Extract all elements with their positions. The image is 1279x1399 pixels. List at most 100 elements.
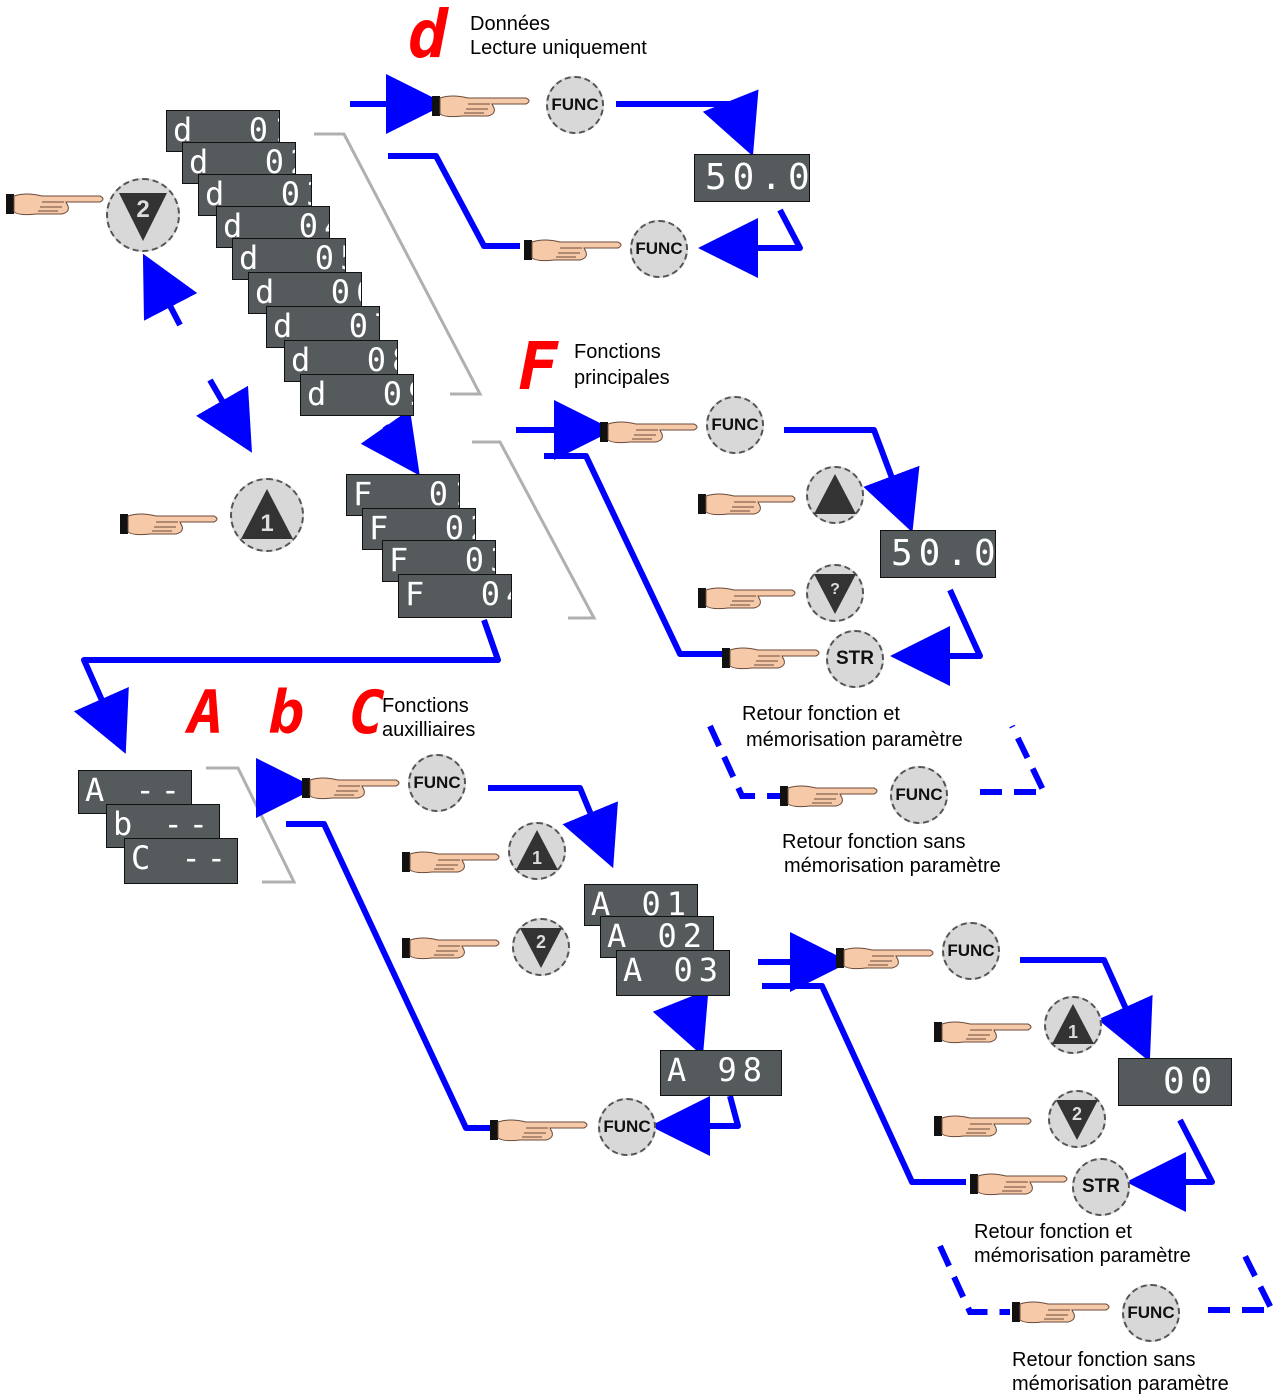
arrow-d-func-to-value — [616, 89, 759, 157]
arrow-f04-to-abc — [73, 619, 501, 754]
dash-a-nostore-right — [1208, 1244, 1277, 1313]
svg-text:1: 1 — [532, 848, 542, 868]
pointing-hand-icon — [934, 1112, 1034, 1145]
up-key-main[interactable]: 1 — [230, 478, 304, 552]
section-abc-glyph: A b C — [188, 678, 389, 748]
blue-arrows — [73, 74, 1215, 1212]
note-a-nostore-1: Retour fonction sans — [1012, 1349, 1196, 1371]
svg-text:2: 2 — [536, 932, 546, 952]
pointing-hand-icon — [6, 190, 106, 223]
dash-a-nostore — [937, 1244, 1010, 1315]
up-triangle-icon — [814, 474, 856, 514]
down-triangle-icon: ? — [814, 574, 856, 614]
section-f-glyph: F — [518, 328, 558, 405]
arrow-d-return — [388, 153, 520, 249]
svg-text:1: 1 — [1068, 1022, 1078, 1042]
pointing-hand-icon — [698, 584, 798, 617]
arrow-a-sub-func-to-value — [1020, 957, 1153, 1062]
up-key-a[interactable]: 1 — [508, 822, 566, 880]
arrow-a-sub-return — [762, 983, 966, 1185]
arrow-a98-back — [650, 1095, 741, 1156]
arrow-down-key2 — [142, 253, 198, 327]
arrow-f-func-to-value — [784, 427, 920, 533]
bracket-d — [314, 132, 483, 396]
arrow-f-return — [544, 453, 722, 657]
dash-f-nostore-right — [980, 724, 1049, 795]
func-key-a-return[interactable]: FUNC — [598, 1098, 656, 1156]
down-key-f[interactable]: ? — [806, 564, 864, 622]
pointing-hand-icon — [302, 774, 402, 807]
svg-text:2: 2 — [136, 196, 149, 223]
section-f-subtitle: principales — [574, 367, 670, 389]
up-triangle-icon: 1 — [516, 830, 558, 870]
up-key-f[interactable] — [806, 466, 864, 524]
note-f-nostore-2: mémorisation paramètre — [784, 855, 1001, 877]
section-d-subtitle: Lecture uniquement — [470, 37, 647, 59]
func-key-f[interactable]: FUNC — [706, 396, 764, 454]
arrow-d-value-back — [698, 208, 803, 278]
note-f-store-1: Retour fonction et — [742, 703, 900, 725]
down-triangle-icon: 2 — [520, 928, 562, 968]
svg-text:2: 2 — [1072, 1104, 1082, 1124]
bracket-abc — [206, 766, 297, 884]
pointing-hand-icon — [780, 782, 880, 815]
pointing-hand-icon — [120, 510, 220, 543]
section-abc-title: Fonctions — [382, 695, 469, 717]
down-key-main[interactable]: 2 — [106, 178, 180, 252]
arrow-a03-to-a98 — [652, 989, 709, 1057]
up-triangle-icon: 1 — [1052, 1004, 1094, 1044]
func-key-f-nostore[interactable]: FUNC — [890, 766, 948, 824]
note-a-store-1: Retour fonction et — [974, 1221, 1132, 1243]
arrow-a-value-back — [1126, 1118, 1215, 1212]
arrow-f-value-back — [890, 588, 983, 686]
pointing-hand-icon — [836, 944, 936, 977]
pointing-hand-icon — [402, 934, 502, 967]
display-a98: A 98 — [660, 1050, 782, 1096]
str-key-a[interactable]: STR — [1072, 1158, 1130, 1216]
pointing-hand-icon — [402, 848, 502, 881]
pointing-hand-icon — [698, 490, 798, 523]
dashed-arrows — [707, 724, 1277, 1315]
section-d-title: Données — [470, 13, 551, 35]
pointing-hand-icon — [934, 1018, 1034, 1051]
section-abc-subtitle: auxilliaires — [382, 719, 476, 741]
func-key-a-sub[interactable]: FUNC — [942, 922, 1000, 980]
pointing-hand-icon — [432, 92, 532, 125]
display-d09: d 09 — [300, 374, 414, 416]
arrow-a-return — [286, 821, 490, 1131]
pointing-hand-icon — [970, 1170, 1070, 1203]
arrow-d09-to-f — [360, 409, 420, 476]
func-key-d2[interactable]: FUNC — [630, 220, 688, 278]
note-f-store-2: mémorisation paramètre — [746, 729, 963, 751]
arrow-a-func-to-list — [488, 785, 618, 869]
pointing-hand-icon — [722, 644, 822, 677]
down-key-a-sub[interactable]: 2 — [1048, 1090, 1106, 1148]
svg-text:?: ? — [830, 581, 840, 598]
note-f-nostore-1: Retour fonction sans — [782, 831, 966, 853]
dash-f-nostore — [707, 724, 780, 799]
pointing-hand-icon — [1012, 1298, 1112, 1331]
down-key-a[interactable]: 2 — [512, 918, 570, 976]
up-triangle-icon: 1 — [241, 489, 293, 539]
pointing-hand-icon — [600, 418, 700, 451]
str-key-f[interactable]: STR — [826, 630, 884, 688]
func-key-a-nostore[interactable]: FUNC — [1122, 1284, 1180, 1342]
note-a-nostore-2: mémorisation paramètre — [1012, 1373, 1229, 1395]
section-d-glyph: d — [408, 0, 448, 73]
display-b-dash: b -- — [106, 804, 220, 848]
display-a-value: 00 — [1118, 1058, 1232, 1106]
func-key-d1[interactable]: FUNC — [546, 76, 604, 134]
grey-brackets — [206, 132, 597, 884]
up-key-a-sub[interactable]: 1 — [1044, 996, 1102, 1054]
display-d-value: 50.0 — [694, 154, 810, 202]
display-c-dash: C -- — [124, 838, 238, 884]
svg-text:1: 1 — [260, 510, 273, 537]
down-triangle-icon: 2 — [119, 193, 167, 241]
down-triangle-icon: 2 — [1056, 1100, 1098, 1140]
pointing-hand-icon — [490, 1116, 590, 1149]
display-f04: F 04 — [398, 574, 512, 618]
section-f-title: Fonctions — [574, 341, 661, 363]
pointing-hand-icon — [524, 236, 624, 269]
func-key-a[interactable]: FUNC — [408, 754, 466, 812]
